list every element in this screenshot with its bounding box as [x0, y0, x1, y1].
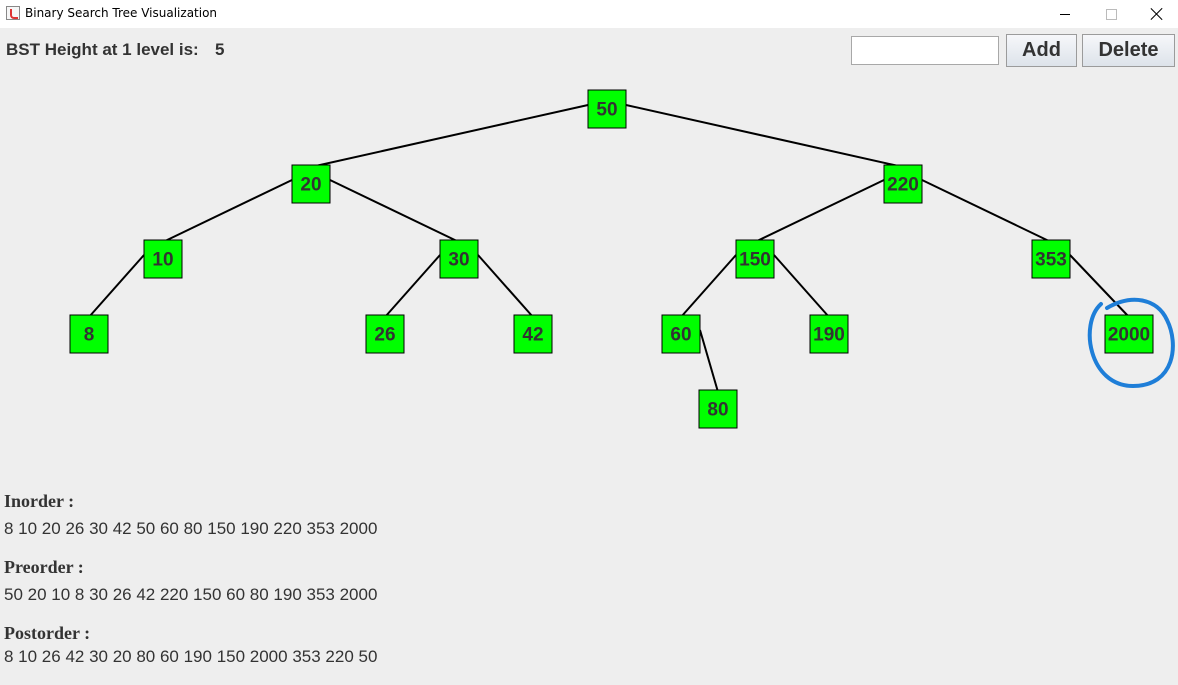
- tree-node-8[interactable]: 8: [69, 314, 109, 354]
- tree-node-20[interactable]: 20: [291, 164, 331, 204]
- title-bar: Binary Search Tree Visualization: [0, 0, 1178, 28]
- tree-node-box: [735, 239, 775, 279]
- tree-node-box: [439, 239, 479, 279]
- tree-node-label: 20: [300, 175, 321, 196]
- tree-node-label: 8: [84, 325, 95, 346]
- tree-edge-50-20: [310, 104, 589, 168]
- tree-edge-353-2000: [1069, 254, 1130, 318]
- tree-node-box: [1031, 239, 1071, 279]
- tree-node-50[interactable]: 50: [587, 89, 627, 129]
- tree-node-box: [143, 239, 183, 279]
- tree-node-box: [365, 314, 405, 354]
- postorder-label: Postorder :: [4, 623, 91, 643]
- tree-node-30[interactable]: 30: [439, 239, 479, 279]
- tree-node-box: [587, 89, 627, 129]
- maximize-button[interactable]: [1088, 0, 1134, 28]
- tree-edge-150-190: [773, 254, 830, 318]
- tree-node-label: 50: [596, 100, 617, 121]
- highlight-circle-annotation: [1087, 298, 1175, 389]
- tree-node-box: [883, 164, 923, 204]
- tree-node-label: 220: [887, 175, 919, 196]
- tree-node-190[interactable]: 190: [809, 314, 849, 354]
- bst-height-label: BST Height at 1 level is:: [6, 40, 199, 59]
- tree-node-10[interactable]: 10: [143, 239, 183, 279]
- tree-node-box: [698, 389, 738, 429]
- tree-node-label: 2000: [1108, 325, 1150, 346]
- tree-node-box: [1104, 314, 1154, 354]
- tree-node-label: 80: [707, 400, 728, 421]
- tree-node-353[interactable]: 353: [1031, 239, 1071, 279]
- tree-node-box: [809, 314, 849, 354]
- add-button[interactable]: Add: [1006, 34, 1077, 67]
- node-value-input[interactable]: [851, 36, 999, 65]
- tree-node-label: 353: [1035, 250, 1067, 271]
- maximize-icon: [1105, 8, 1117, 20]
- tree-edge-50-220: [625, 104, 904, 168]
- tree-node-150[interactable]: 150: [735, 239, 775, 279]
- tree-edge-60-80: [699, 329, 719, 393]
- postorder-values: 8 10 26 42 30 20 80 60 190 150 2000 353 …: [4, 647, 378, 666]
- minimize-icon: [1060, 13, 1070, 15]
- tree-node-box: [661, 314, 701, 354]
- preorder-values: 50 20 10 8 30 26 42 220 150 60 80 190 35…: [4, 585, 378, 604]
- tree-edge-220-150: [754, 179, 885, 243]
- bst-height-value: 5: [215, 40, 225, 59]
- preorder-label: Preorder :: [4, 557, 84, 577]
- tree-node-box: [513, 314, 553, 354]
- delete-button[interactable]: Delete: [1082, 34, 1175, 67]
- tree-node-box: [69, 314, 109, 354]
- tree-node-label: 150: [739, 250, 771, 271]
- tree-edge-30-42: [477, 254, 534, 318]
- tree-edge-30-26: [384, 254, 441, 318]
- tree-node-label: 26: [374, 325, 395, 346]
- tree-node-label: 60: [670, 325, 691, 346]
- tree-edge-150-60: [680, 254, 737, 318]
- minimize-button[interactable]: [1042, 0, 1088, 28]
- tree-edge-20-30: [329, 179, 460, 243]
- window-title: Binary Search Tree Visualization: [25, 6, 218, 20]
- tree-node-label: 190: [813, 325, 845, 346]
- close-button[interactable]: [1134, 0, 1178, 28]
- tree-node-2000[interactable]: 2000: [1104, 314, 1154, 354]
- tree-node-42[interactable]: 42: [513, 314, 553, 354]
- tree-node-80[interactable]: 80: [698, 389, 738, 429]
- tree-node-label: 10: [152, 250, 173, 271]
- java-app-icon: [6, 6, 20, 20]
- tree-node-box: [291, 164, 331, 204]
- inorder-values: 8 10 20 26 30 42 50 60 80 150 190 220 35…: [4, 519, 378, 538]
- tree-node-label: 42: [522, 325, 543, 346]
- tree-node-60[interactable]: 60: [661, 314, 701, 354]
- close-icon: [1150, 7, 1164, 21]
- tree-edge-10-8: [88, 254, 145, 318]
- tree-node-label: 30: [448, 250, 469, 271]
- tree-node-220[interactable]: 220: [883, 164, 923, 204]
- tree-node-26[interactable]: 26: [365, 314, 405, 354]
- tree-edge-20-10: [162, 179, 293, 243]
- tree-edge-220-353: [921, 179, 1052, 243]
- inorder-label: Inorder :: [4, 491, 75, 511]
